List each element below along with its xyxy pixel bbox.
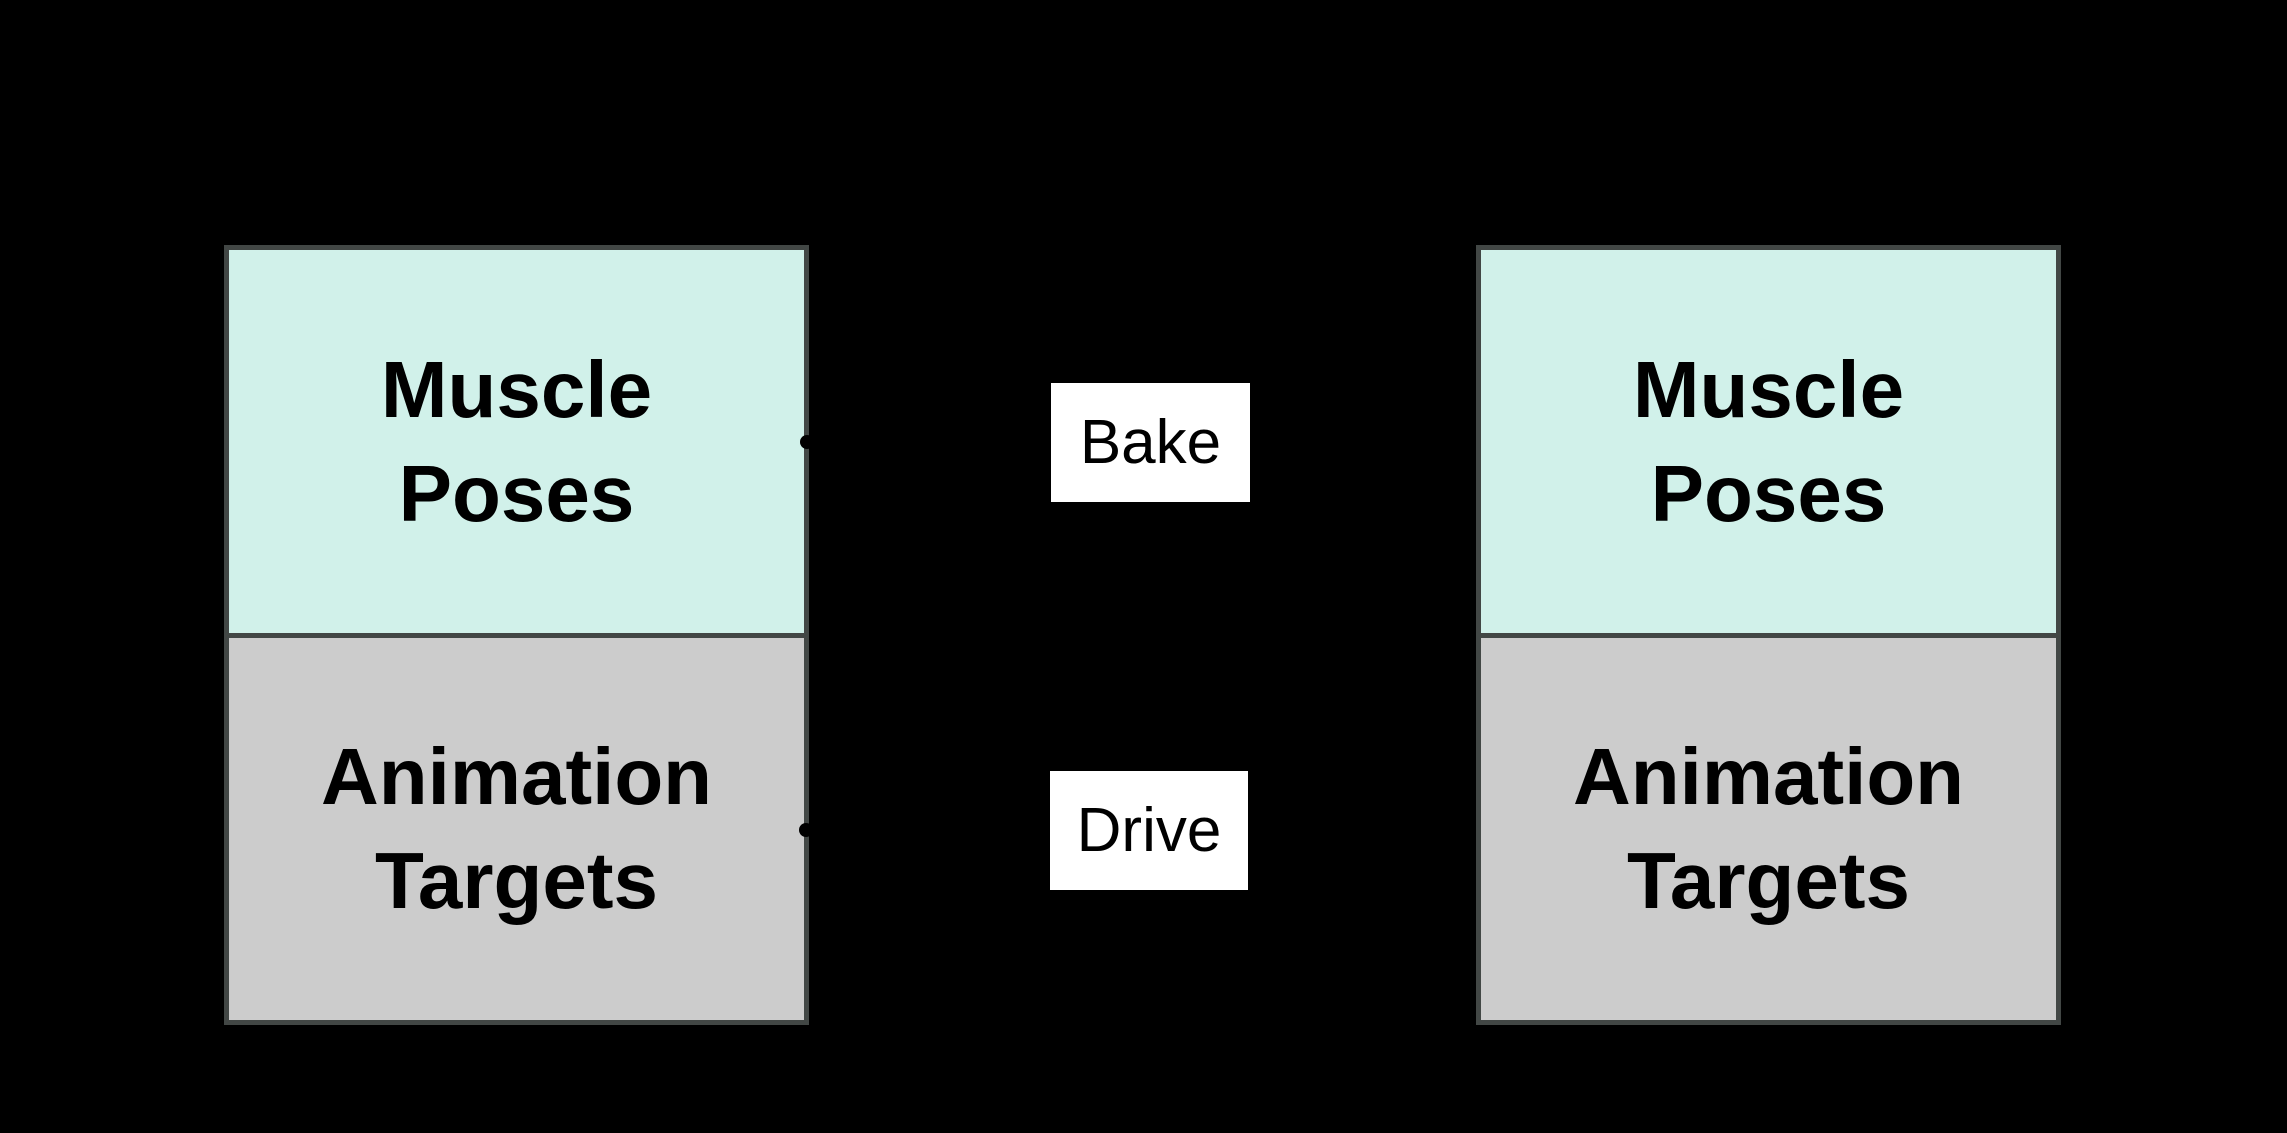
left-muscle-poses-label: Muscle Poses [380,344,653,538]
right-stack-box: Muscle Poses Animation Targets [1476,245,2061,1025]
drive-arrow-endpoint-dot [799,823,813,837]
right-animation-targets-label: Animation Targets [1572,732,1965,925]
drive-connector-label: Drive [1050,771,1248,890]
left-stack-box: Muscle Poses Animation Targets [224,245,809,1025]
right-animation-targets-compartment: Animation Targets [1481,633,2056,1020]
left-animation-targets-label: Animation Targets [320,732,713,925]
drive-label-text: Drive [1076,796,1222,865]
right-muscle-poses-compartment: Muscle Poses [1481,250,2056,633]
right-muscle-poses-label: Muscle Poses [1632,344,1905,538]
left-animation-targets-compartment: Animation Targets [229,633,804,1020]
bake-label-text: Bake [1079,408,1222,477]
bake-arrow-endpoint-dot [800,435,814,449]
left-muscle-poses-compartment: Muscle Poses [229,250,804,633]
bake-connector-label: Bake [1051,383,1250,502]
